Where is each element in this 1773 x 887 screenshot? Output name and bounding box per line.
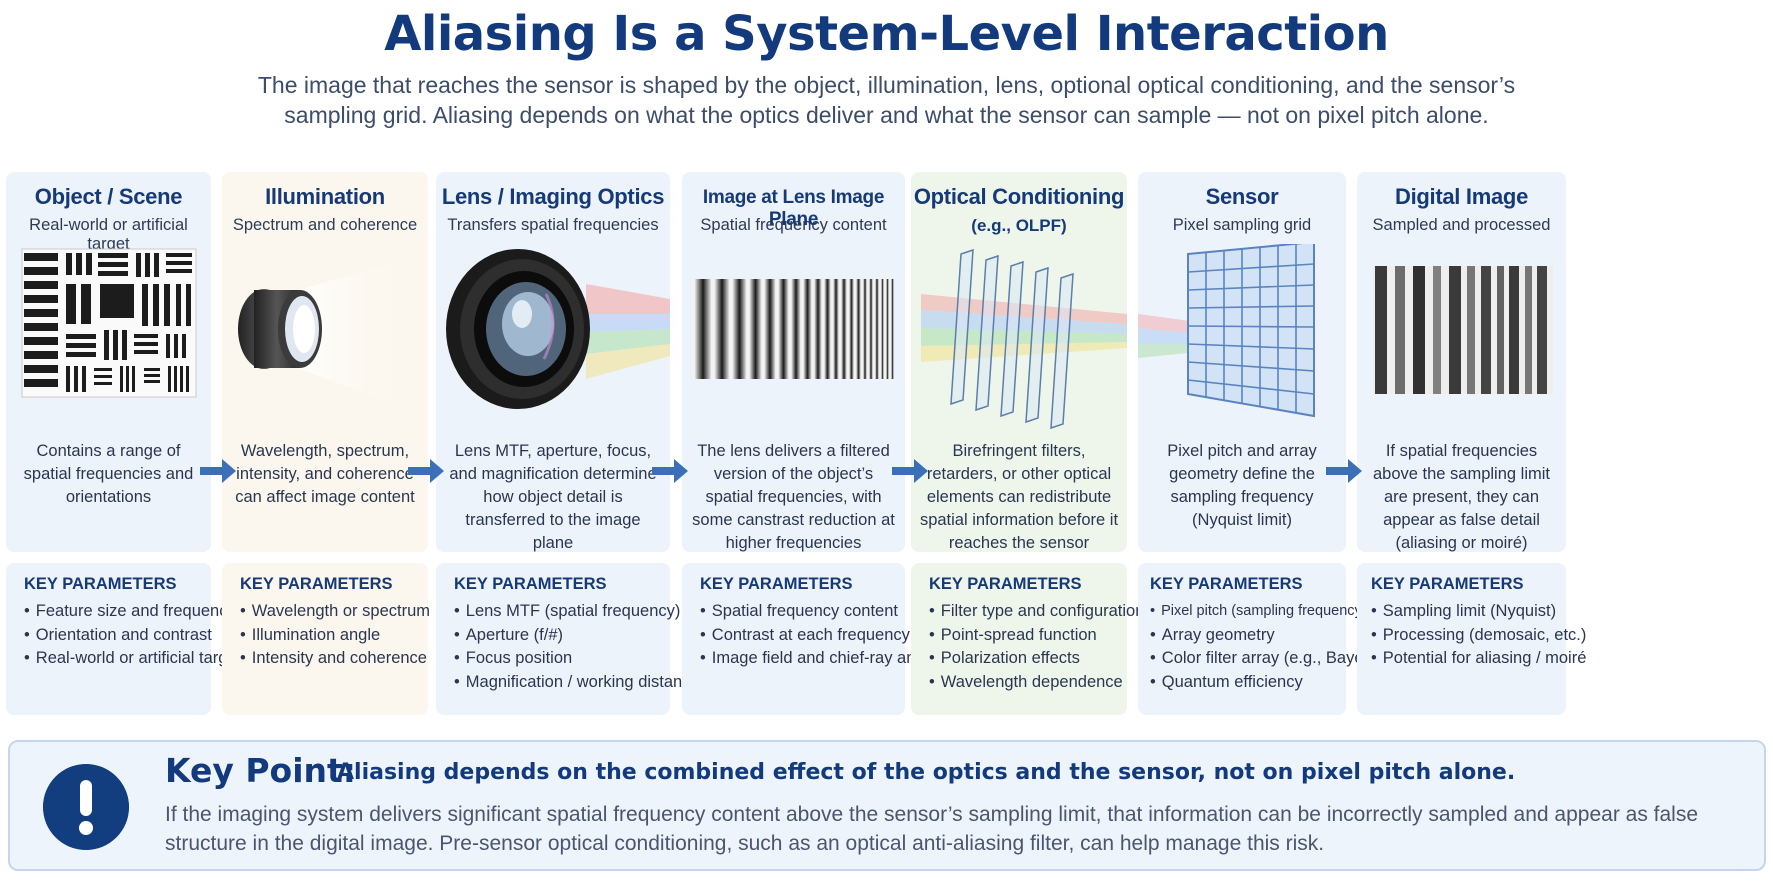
arrow-right-icon — [892, 459, 928, 483]
param-item: Polarization effects — [929, 647, 1127, 671]
param-item: Processing (demosaic, etc.) — [1371, 624, 1587, 648]
stage-title: Digital Image — [1394, 184, 1529, 209]
stage-optical-conditioning: Optical Conditioning (e.g., OLPF) Birefr… — [911, 172, 1127, 552]
stage-subtitle: (e.g., OLPF) — [971, 216, 1067, 235]
stage-title: Sensor — [1205, 184, 1279, 209]
params-illumination: KEY PARAMETERS Wavelength or spectrum Il… — [222, 563, 430, 715]
stage-description: Lens MTF, aperture, focus, and magnifica… — [449, 442, 657, 552]
stage-row: Object / Scene Real-world or artificial … — [6, 172, 1768, 552]
arrow-right-icon — [200, 459, 236, 483]
stage-title: Illumination — [265, 184, 385, 209]
params-list: Pixel pitch (sampling frequency) Array g… — [1150, 600, 1375, 695]
params-heading: KEY PARAMETERS — [700, 575, 853, 593]
arrow-right-icon — [652, 459, 688, 483]
stage-lens: Lens / Imaging Optics Transfers spatial … — [436, 172, 670, 552]
param-item: Wavelength dependence — [929, 671, 1127, 695]
param-item: Orientation and contrast — [24, 624, 212, 648]
stage-title: Lens / Imaging Optics — [441, 184, 665, 209]
stage-subtitle: Spectrum and coherence — [232, 216, 418, 234]
arrow-right-icon — [408, 459, 444, 483]
filter-plates-icon — [921, 248, 1127, 430]
params-optical-conditioning: KEY PARAMETERS Filter type and configura… — [911, 563, 1145, 715]
params-object-scene: KEY PARAMETERS Feature size and frequenc… — [6, 563, 241, 715]
stage-sensor: Sensor Pixel sampling grid Pixel pitch a… — [1138, 172, 1346, 552]
param-item: Filter type and configuration — [929, 600, 1145, 624]
param-item: Quantum efficiency — [1150, 671, 1346, 695]
param-item: Image field and chief-ray angle — [700, 647, 938, 671]
param-item: Lens MTF (spatial frequency) — [454, 600, 681, 624]
params-list: Wavelength or spectrum Illumination angl… — [240, 600, 430, 671]
params-heading: KEY PARAMETERS — [1150, 575, 1303, 593]
param-item: Focus position — [454, 647, 670, 671]
stage-object-scene: Object / Scene Real-world or artificial … — [6, 172, 211, 552]
stage-title: Object / Scene — [34, 184, 183, 209]
param-item: Sampling limit (Nyquist) — [1371, 600, 1566, 624]
params-lens: KEY PARAMETERS Lens MTF (spatial frequen… — [436, 563, 700, 715]
param-item: Potential for aliasing / moiré — [1371, 647, 1587, 671]
stage-subtitle: Transfers spatial frequencies — [447, 216, 659, 234]
param-item: Color filter array (e.g., Bayer) — [1150, 647, 1375, 671]
stage-description: Pixel pitch and array geometry define th… — [1167, 442, 1317, 529]
camera-lens-icon — [446, 249, 670, 409]
params-list: Spatial frequency content Contrast at ea… — [700, 600, 938, 671]
stage-description: If spatial frequencies above the samplin… — [1372, 442, 1550, 552]
params-image-plane: KEY PARAMETERS Spatial frequency content… — [682, 563, 938, 715]
light-source-icon — [238, 254, 422, 414]
key-point-body: If the imaging system delivers significa… — [165, 803, 1699, 855]
params-list: Feature size and frequency Orientation a… — [24, 600, 241, 671]
params-digital-image: KEY PARAMETERS Sampling limit (Nyquist) … — [1357, 563, 1587, 715]
param-item: Intensity and coherence — [240, 647, 428, 671]
params-list: Sampling limit (Nyquist) Processing (dem… — [1371, 600, 1587, 671]
stage-subtitle: Spatial frequency content — [700, 216, 887, 234]
params-heading: KEY PARAMETERS — [240, 575, 393, 593]
param-item: Magnification / working distance — [454, 671, 700, 695]
key-point-label: Key Point: — [165, 751, 357, 790]
frequency-sweep-icon — [692, 279, 894, 379]
params-sensor: KEY PARAMETERS Pixel pitch (sampling fre… — [1138, 563, 1375, 715]
page-subtitle: The image that reaches the sensor is sha… — [257, 72, 1516, 128]
key-parameters-row: KEY PARAMETERS Feature size and frequenc… — [6, 563, 1768, 715]
param-item: Point-spread function — [929, 624, 1127, 648]
stage-title: Image at Lens Image Plane — [702, 187, 885, 230]
param-item: Array geometry — [1150, 624, 1346, 648]
params-heading: KEY PARAMETERS — [454, 575, 607, 593]
stage-title: Optical Conditioning — [913, 184, 1125, 209]
resolution-target-icon — [21, 248, 197, 398]
stage-description: The lens delivers a filtered version of … — [692, 442, 895, 552]
param-item: Wavelength or spectrum — [240, 600, 430, 624]
param-item: Real-world or artificial target — [24, 647, 241, 671]
stage-image-plane: Image at Lens Image Plane Spatial freque… — [682, 172, 905, 552]
param-item: Illumination angle — [240, 624, 428, 648]
stage-description: Wavelength, spectrum, intensity, and coh… — [235, 442, 415, 506]
params-heading: KEY PARAMETERS — [929, 575, 1082, 593]
stage-subtitle: Sampled and processed — [1372, 216, 1551, 234]
exclamation-icon — [43, 764, 129, 850]
key-point-banner: Key Point: Aliasing depends on the combi… — [8, 740, 1766, 871]
params-heading: KEY PARAMETERS — [1371, 575, 1524, 593]
key-point-headline: Aliasing depends on the combined effect … — [337, 760, 1516, 785]
stage-description: Birefringent filters, retarders, or othe… — [919, 442, 1119, 552]
param-item: Aperture (f/#) — [454, 624, 670, 648]
sampled-bars-icon — [1373, 266, 1553, 394]
params-heading: KEY PARAMETERS — [24, 575, 177, 593]
params-list: Lens MTF (spatial frequency) Aperture (f… — [454, 600, 700, 695]
arrow-right-icon — [1326, 459, 1362, 483]
stage-description: Contains a range of spatial frequencies … — [23, 442, 194, 506]
params-list: Filter type and configuration Point-spre… — [929, 600, 1145, 695]
param-item: Spatial frequency content — [700, 600, 905, 624]
stage-digital-image: Digital Image Sampled and processed If s… — [1357, 172, 1566, 552]
param-item: Pixel pitch (sampling frequency) — [1150, 600, 1367, 624]
stage-subtitle: Pixel sampling grid — [1172, 216, 1312, 234]
sensor-grid-icon — [1138, 244, 1315, 418]
param-item: Contrast at each frequency — [700, 624, 910, 648]
param-item: Feature size and frequency — [24, 600, 236, 624]
page-title: Aliasing Is a System-Level Interaction — [384, 6, 1389, 62]
stage-illumination: Illumination Spectrum and coherence Wave… — [222, 172, 428, 552]
